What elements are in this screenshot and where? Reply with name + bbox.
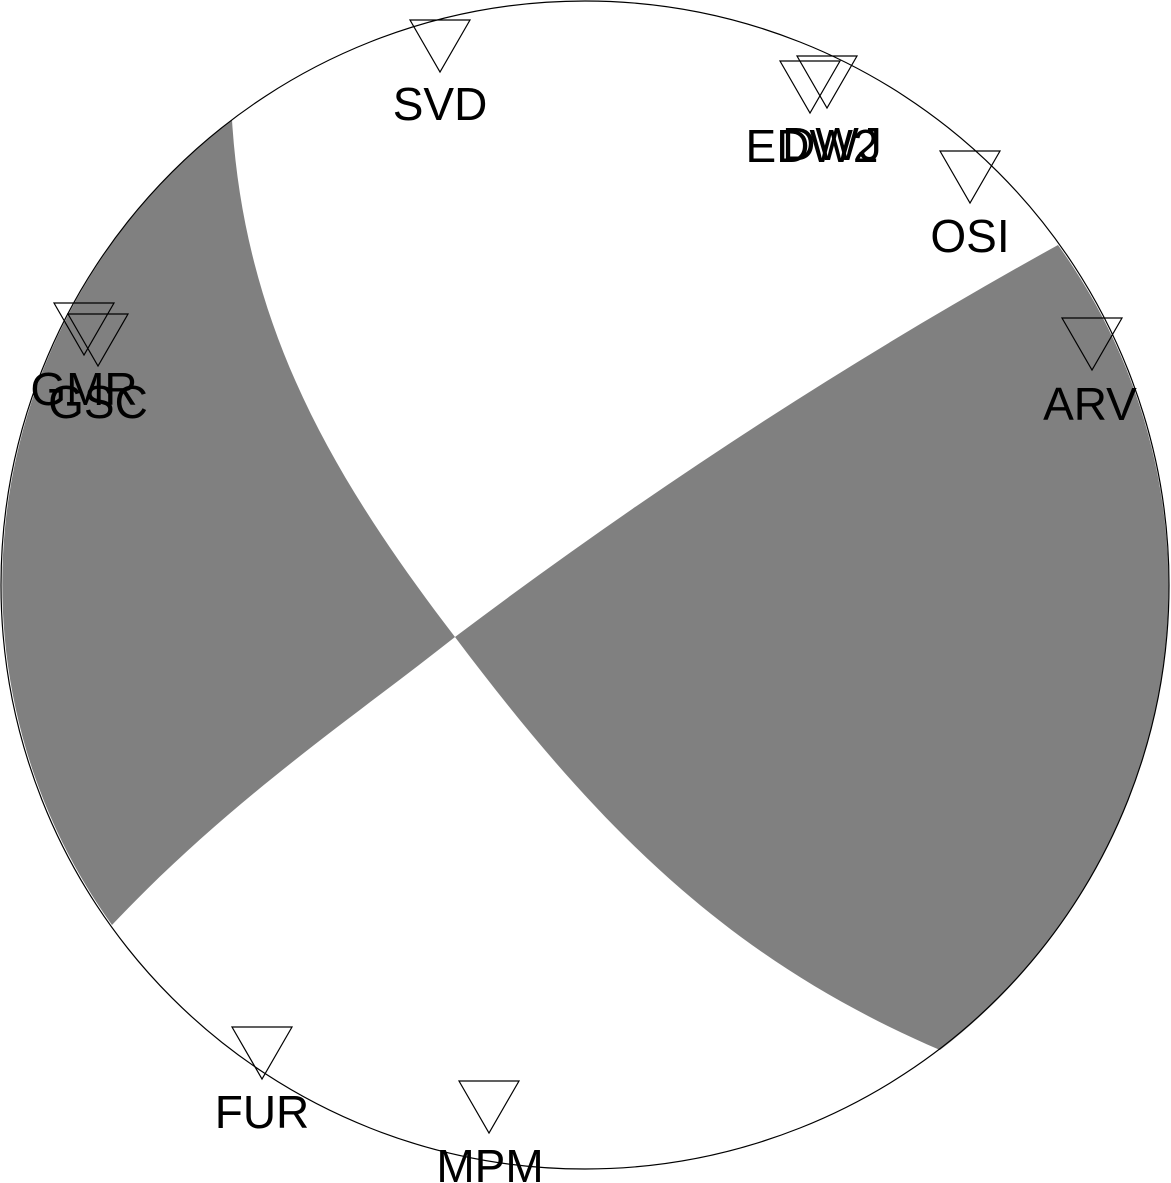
station-label: SVD <box>393 78 488 130</box>
inverted-triangle-icon <box>408 19 472 74</box>
compressional-quadrant-west <box>2 120 456 925</box>
station-label: ARV <box>1043 378 1137 430</box>
station-label: FUR <box>215 1086 310 1138</box>
compressional-quadrant-east <box>455 245 1169 1050</box>
station-gmr: GMR <box>30 302 138 415</box>
station-label: EDW2 <box>746 120 879 172</box>
inverted-triangle-icon <box>66 313 130 368</box>
inverted-triangle-icon <box>795 55 859 110</box>
station-osi: OSI <box>930 150 1010 262</box>
station-fur: FUR <box>215 1026 310 1138</box>
station-arv: ARV <box>1043 317 1137 430</box>
station-label: OSI <box>930 210 1009 262</box>
station-label: GMR <box>30 363 137 415</box>
inverted-triangle-icon <box>938 150 1002 205</box>
inverted-triangle-icon <box>1060 317 1124 372</box>
station-label: GSC <box>48 376 148 428</box>
station-label: MPM <box>436 1140 543 1183</box>
station-gsc: GSC <box>48 313 148 428</box>
inverted-triangle-icon <box>52 302 116 357</box>
station-svd: SVD <box>393 19 488 130</box>
station-label: DWJ <box>782 118 882 170</box>
inverted-triangle-icon <box>778 60 842 115</box>
station-mpm: MPM <box>436 1080 544 1183</box>
inverted-triangle-icon <box>230 1026 294 1081</box>
station-dwj: DWJ <box>782 55 882 170</box>
inverted-triangle-icon <box>457 1080 521 1135</box>
station-edw2: EDW2 <box>746 60 879 172</box>
